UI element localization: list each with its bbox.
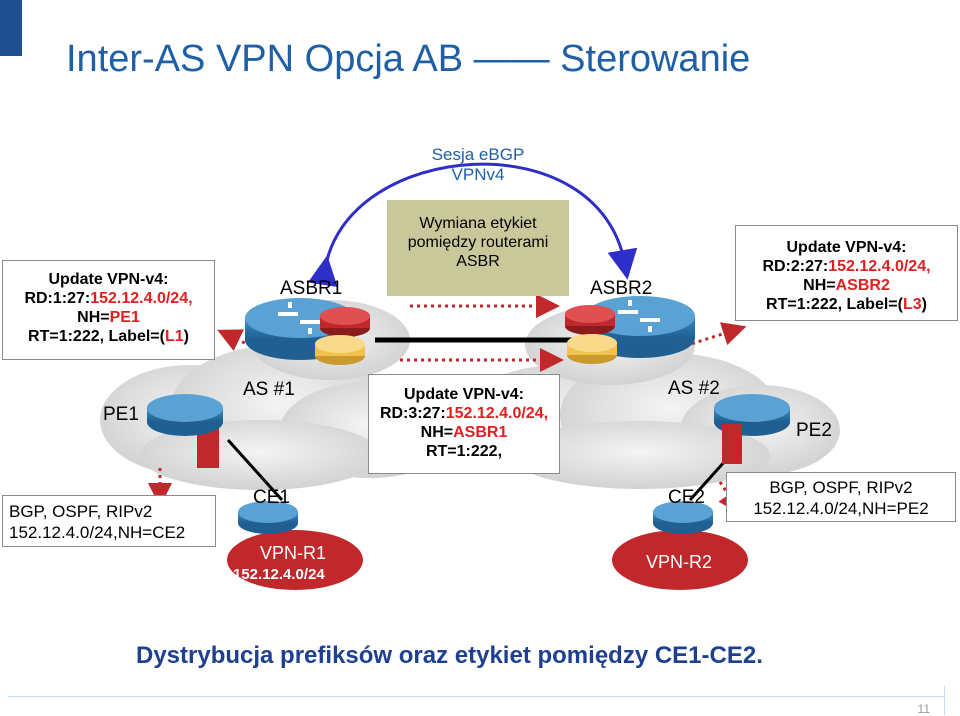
update-right-line4: RT=1:222, Label=(L3) xyxy=(766,296,927,313)
update-left-line3: NH=PE1 xyxy=(77,309,140,326)
update-left-line4: RT=1:222, Label=(L1) xyxy=(28,328,189,345)
update-right-line3: NH=ASBR2 xyxy=(803,277,890,294)
label-exchange-line2: pomiędzy routerami xyxy=(407,234,549,251)
update-box-left: Update VPN-v4: RD:1:27:152.12.4.0/24, NH… xyxy=(2,260,215,360)
update-right-line1: Update VPN-v4: xyxy=(786,239,907,256)
igp-right-line1: BGP, OSPF, RIPv2 xyxy=(769,478,913,497)
igp-box-left: BGP, OSPF, RIPv2 152.12.4.0/24,NH=CE2 xyxy=(2,495,216,547)
page-number: 11 xyxy=(917,702,930,716)
update-left-line1: Update VPN-v4: xyxy=(48,271,169,288)
igp-left-line1: BGP, OSPF, RIPv2 xyxy=(9,502,153,521)
pe1-vrf-bar xyxy=(197,428,219,468)
vpn-r1-label: VPN-R1 xyxy=(260,543,327,563)
as1-label: AS #1 xyxy=(243,379,295,400)
page-frame-line xyxy=(8,696,944,697)
title-accent-bar xyxy=(0,0,22,56)
pe2-vrf-bar xyxy=(722,424,742,464)
update-middle-line3: NH=ASBR1 xyxy=(420,424,508,441)
asbr1-vrf-yellow-icon xyxy=(315,335,365,365)
ce2-label: CE2 xyxy=(668,487,705,508)
ebgp-session-label: Sesja eBGP VPNv4 xyxy=(428,145,528,185)
update-left-line2: RD:1:27:152.12.4.0/24, xyxy=(24,290,193,307)
asbr1-vrf-red-icon xyxy=(320,307,370,337)
pe2-label: PE2 xyxy=(796,420,832,441)
ce1-router-icon xyxy=(238,501,298,534)
footer-caption: Dystrybucja prefiksów oraz etykiet pomię… xyxy=(136,642,763,669)
page-frame-corner xyxy=(944,686,945,715)
update-middle-line4: RT=1:222, xyxy=(425,443,503,460)
update-middle-line2: RD:3:27:152.12.4.0/24, xyxy=(379,405,549,422)
ce1-pe1-link xyxy=(226,438,284,502)
asbr2-vrf-red-icon xyxy=(565,305,615,335)
vpn-r1-prefix: 152.12.4.0/24 xyxy=(233,566,325,583)
ce1-label: CE1 xyxy=(253,487,290,508)
igp-left-line2: 152.12.4.0/24,NH=CE2 xyxy=(9,523,186,542)
asbr2-vrf-yellow-icon xyxy=(567,334,617,364)
update-box-middle: Update VPN-v4: RD:3:27:152.12.4.0/24, NH… xyxy=(368,374,560,474)
igp-right-line2: 152.12.4.0/24,NH=PE2 xyxy=(753,499,929,518)
vpn-r1-site xyxy=(227,530,363,590)
label-exchange-line3: ASBR xyxy=(456,253,500,270)
igp-box-right: BGP, OSPF, RIPv2 152.12.4.0/24,NH=PE2 xyxy=(726,472,956,522)
ebgp-session-arc xyxy=(307,162,638,288)
asbr2-label: ASBR2 xyxy=(590,278,653,299)
asbr1-label: ASBR1 xyxy=(280,278,343,299)
ebgp-line2: VPNv4 xyxy=(451,165,505,184)
page-title: Inter-AS VPN Opcja AB —— Sterowanie xyxy=(66,38,751,80)
update-middle-line1: Update VPN-v4: xyxy=(403,386,525,403)
update-right-line2: RD:2:27:152.12.4.0/24, xyxy=(762,258,931,275)
label-exchange-line1: Wymiana etykiet xyxy=(419,215,537,232)
vpn-r2-label: VPN-R2 xyxy=(646,552,713,572)
pe1-label: PE1 xyxy=(103,404,139,425)
ebgp-line1: Sesja eBGP xyxy=(431,145,525,164)
vpn-r2-site xyxy=(612,530,748,590)
label-exchange-box: Wymiana etykiet pomiędzy routerami ASBR xyxy=(387,200,569,296)
pe1-router-icon xyxy=(147,394,223,436)
update-box-right: Update VPN-v4: RD:2:27:152.12.4.0/24, NH… xyxy=(735,225,958,321)
as2-label: AS #2 xyxy=(668,378,720,399)
ce2-router-icon xyxy=(653,501,713,534)
